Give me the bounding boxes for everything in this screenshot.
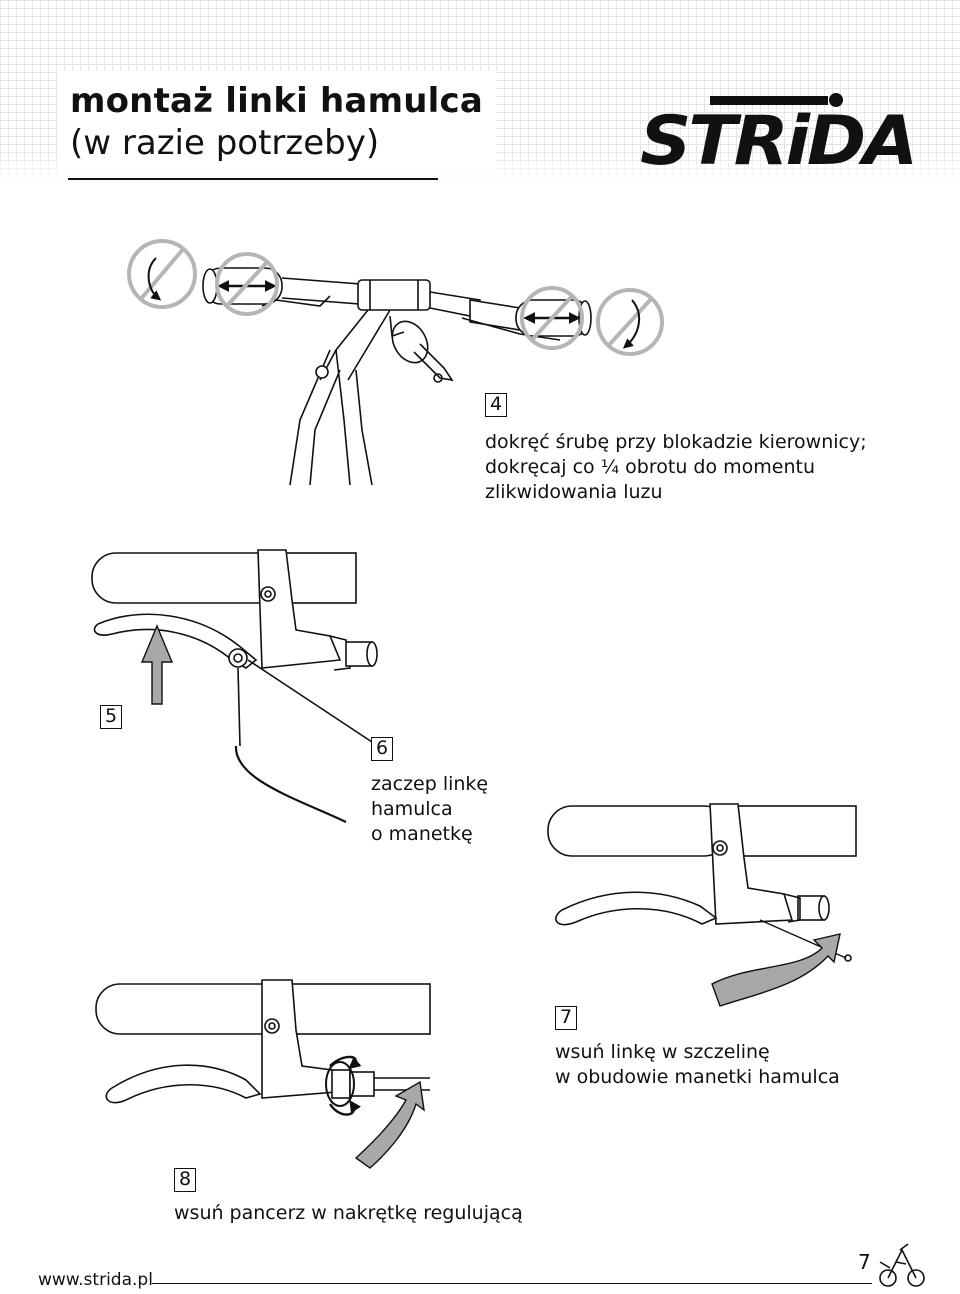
strida-logo-text: STRiDA	[640, 102, 915, 170]
step-8-line-1: wsuń pancerz w nakrętkę regulującą	[174, 1202, 523, 1224]
page-number: 7	[858, 1250, 871, 1274]
no-slide-icon	[215, 252, 279, 316]
step-4-line-3: zlikwidowania luzu	[485, 481, 663, 503]
step-5-number: 5	[100, 705, 122, 729]
step-4-number: 4	[485, 393, 507, 417]
no-slide-icon-right	[520, 286, 584, 350]
step-7-line-2: w obudowie manetki hamulca	[555, 1066, 840, 1088]
step-8-number: 8	[174, 1168, 196, 1192]
brake-lever-illustration-8	[95, 979, 431, 1116]
step-7-number: 7	[555, 1006, 577, 1030]
strida-logo: STRiDA	[640, 93, 918, 170]
step-6-number: 6	[371, 737, 393, 761]
brake-lever-illustration-7	[547, 803, 857, 962]
step-4-line-1: dokręć śrubę przy blokadzie kierownicy;	[485, 431, 867, 453]
arrow-up-icon	[140, 624, 174, 705]
footer-url[interactable]: www.strida.pl	[38, 1270, 153, 1290]
step-6-caption: zaczep linkę hamulca o manetkę	[371, 772, 488, 847]
step-7-caption: wsuń linkę w szczelinę w obudowie manetk…	[555, 1040, 840, 1090]
page-title: montaż linki hamulca (w razie potrzeby)	[58, 70, 497, 172]
page-title-sub: (w razie potrzeby)	[70, 123, 380, 163]
no-rotate-icon	[127, 239, 197, 309]
step-7-line-1: wsuń linkę w szczelinę	[555, 1041, 770, 1063]
bicycle-icon	[879, 1243, 925, 1287]
footer-rule	[152, 1283, 872, 1285]
no-rotate-icon-right	[596, 288, 664, 356]
brake-lever-illustration-5	[91, 549, 378, 823]
step-6-line-3: o manetkę	[371, 823, 473, 845]
step-4-caption: dokręć śrubę przy blokadzie kierownicy; …	[485, 430, 867, 505]
step-6-line-2: hamulca	[371, 798, 453, 820]
curved-arrow-icon-8	[354, 1080, 425, 1169]
title-underline	[68, 178, 438, 180]
curved-arrow-icon-7	[711, 933, 841, 1007]
page-title-main: montaż linki hamulca	[70, 81, 483, 121]
step-4-line-2: dokręcaj co ¼ obrotu do momentu	[485, 456, 815, 478]
step-8-caption: wsuń pancerz w nakrętkę regulującą	[174, 1201, 523, 1226]
step-6-line-1: zaczep linkę	[371, 773, 489, 795]
